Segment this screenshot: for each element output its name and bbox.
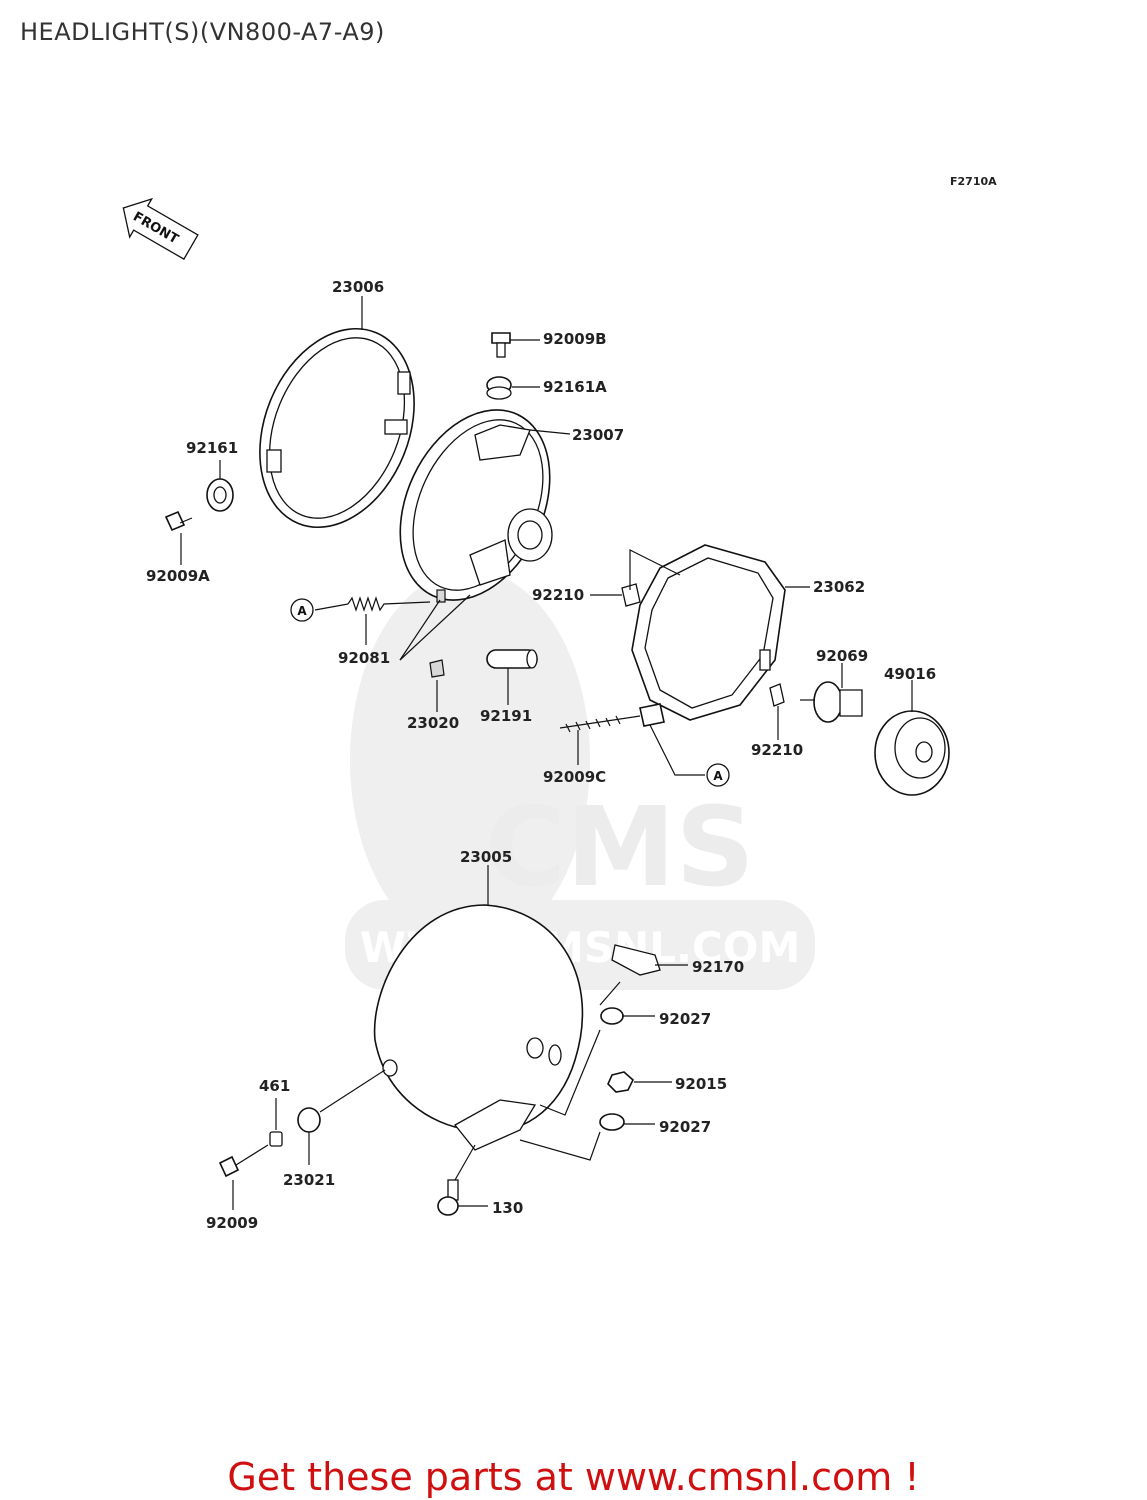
label-92191: 92191 <box>480 707 532 725</box>
label-23007: 23007 <box>572 426 624 444</box>
label-92210-lower: 92210 <box>751 741 803 759</box>
label-92069: 92069 <box>816 647 868 665</box>
label-92009B: 92009B <box>543 330 607 348</box>
label-92170: 92170 <box>692 958 744 976</box>
part-92081-spring <box>347 596 431 612</box>
part-92191-tube <box>486 649 538 669</box>
part-92009B-screw <box>491 332 511 358</box>
part-92027-washer-lower <box>599 1113 625 1131</box>
label-23020: 23020 <box>407 714 459 732</box>
watermark-brand: CMS <box>485 783 754 911</box>
part-92027-washer-upper <box>600 1007 624 1025</box>
part-23006-rim <box>259 327 415 529</box>
footer-promo-link[interactable]: Get these parts at www.cmsnl.com ! <box>227 1455 920 1499</box>
part-23005-housing <box>373 904 584 1151</box>
page-title: HEADLIGHT(S)(VN800-A7-A9) <box>20 18 385 46</box>
part-130-bolt <box>437 1179 459 1216</box>
part-49016-cap <box>874 710 950 796</box>
label-130: 130 <box>492 1199 523 1217</box>
label-92081: 92081 <box>338 649 390 667</box>
label-92009A: 92009A <box>146 567 210 585</box>
label-92015: 92015 <box>675 1075 727 1093</box>
leader-lines <box>180 296 913 1210</box>
part-92009-screw <box>218 1155 240 1178</box>
part-92170-clip <box>611 944 661 976</box>
label-23005: 23005 <box>460 848 512 866</box>
label-49016: 49016 <box>884 665 936 683</box>
part-461-nut <box>269 1131 283 1147</box>
part-23007-headlight-unit <box>399 409 553 603</box>
label-461: 461 <box>259 1077 290 1095</box>
label-92210-upper: 92210 <box>532 586 584 604</box>
svg-text:A: A <box>297 604 307 618</box>
label-92027-upper: 92027 <box>659 1010 711 1028</box>
label-92009C: 92009C <box>543 768 606 786</box>
part-23021-grommet <box>297 1107 321 1133</box>
part-92210-clip-upper <box>621 583 641 607</box>
label-92161A: 92161A <box>543 378 607 396</box>
label-92027-lower: 92027 <box>659 1118 711 1136</box>
part-92009A-screw <box>164 510 193 532</box>
label-23006: 23006 <box>332 278 384 296</box>
figure-code: F2710A <box>950 175 997 188</box>
part-23062-bracket <box>631 544 786 721</box>
label-92161: 92161 <box>186 439 238 457</box>
ref-marker-a-right: A <box>706 763 730 787</box>
svg-text:A: A <box>713 769 723 783</box>
part-92009C-screw <box>559 703 665 733</box>
label-23021: 23021 <box>283 1171 335 1189</box>
part-92015-nut <box>607 1071 634 1093</box>
part-23020-clip <box>429 659 445 678</box>
ref-marker-a-left: A <box>290 598 314 622</box>
label-92009: 92009 <box>206 1214 258 1232</box>
part-92210-clip-lower <box>769 683 785 707</box>
label-23062: 23062 <box>813 578 865 596</box>
front-arrow-icon: FRONT <box>122 197 199 261</box>
part-92069-bulb <box>800 681 863 723</box>
